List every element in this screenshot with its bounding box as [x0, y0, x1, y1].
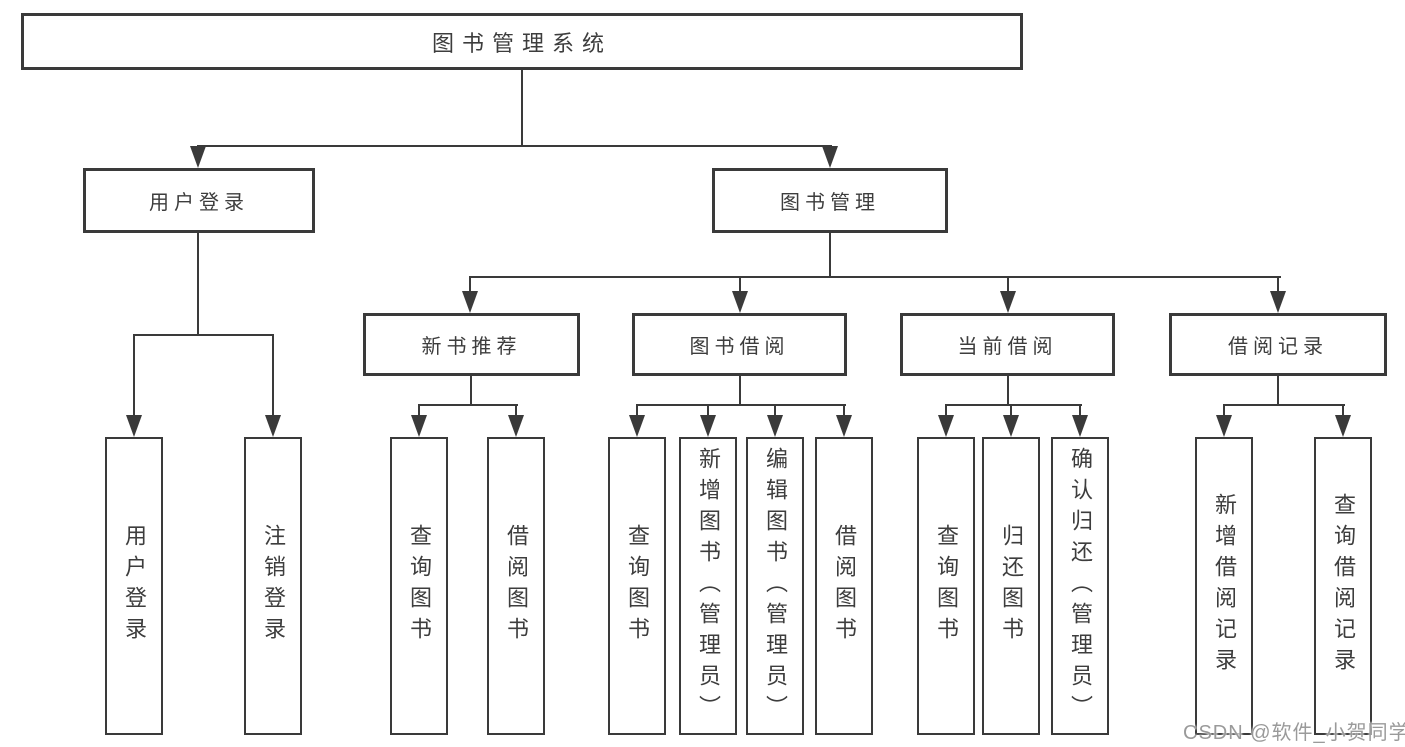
node-borrow-record: 借阅记录 — [1169, 313, 1387, 376]
connector-line — [418, 404, 518, 406]
arrow-down-icon — [700, 415, 716, 437]
connector-line — [739, 376, 741, 405]
node-current-borrow: 当前借阅 — [900, 313, 1115, 376]
arrow-down-icon — [1003, 415, 1019, 437]
connector-line — [636, 406, 638, 416]
connector-line — [945, 406, 947, 416]
node-book-borrow: 图书借阅 — [632, 313, 847, 376]
connector-line — [829, 233, 831, 278]
leaf-confirm-return-admin: 确认归还（管理员） — [1051, 437, 1109, 735]
arrow-down-icon — [822, 146, 838, 168]
connector-line — [1010, 406, 1012, 416]
connector-line — [470, 376, 472, 405]
node-root: 图书管理系统 — [21, 13, 1023, 70]
connector-line — [707, 406, 709, 416]
connector-line — [469, 278, 471, 292]
leaf-query-books-borrow: 查询图书 — [608, 437, 666, 735]
connector-line — [843, 406, 845, 416]
connector-line — [1007, 376, 1009, 405]
leaf-edit-books-admin: 编辑图书（管理员） — [746, 437, 804, 735]
arrow-down-icon — [1216, 415, 1232, 437]
arrow-down-icon — [1335, 415, 1351, 437]
arrow-down-icon — [732, 291, 748, 313]
connector-line — [1342, 406, 1344, 416]
leaf-borrow-books-recommend: 借阅图书 — [487, 437, 545, 735]
connector-line — [197, 145, 832, 147]
connector-line — [272, 336, 274, 416]
connector-line — [945, 404, 1082, 406]
connector-line — [774, 406, 776, 416]
arrow-down-icon — [462, 291, 478, 313]
connector-line — [1007, 278, 1009, 292]
arrow-down-icon — [767, 415, 783, 437]
leaf-query-books-current: 查询图书 — [917, 437, 975, 735]
leaf-logout: 注销登录 — [244, 437, 302, 735]
leaf-return-books: 归还图书 — [982, 437, 1040, 735]
arrow-down-icon — [126, 415, 142, 437]
arrow-down-icon — [190, 146, 206, 168]
leaf-user-login: 用户登录 — [105, 437, 163, 735]
connector-line — [1223, 406, 1225, 416]
connector-line — [1277, 376, 1279, 405]
leaf-add-books-admin: 新增图书（管理员） — [679, 437, 737, 735]
csdn-watermark: CSDN @软件_小贺同学 — [1183, 722, 1405, 744]
connector-line — [739, 278, 741, 292]
connector-line — [515, 406, 517, 416]
connector-line — [1277, 278, 1279, 292]
connector-line — [197, 233, 199, 336]
node-new-book-recommend: 新书推荐 — [363, 313, 580, 376]
leaf-add-borrow-record: 新增借阅记录 — [1195, 437, 1253, 735]
leaf-query-borrow-record: 查询借阅记录 — [1314, 437, 1372, 735]
leaf-query-books-recommend: 查询图书 — [390, 437, 448, 735]
connector-line — [1079, 406, 1081, 416]
arrow-down-icon — [629, 415, 645, 437]
arrow-down-icon — [1270, 291, 1286, 313]
connector-line — [133, 336, 135, 416]
connector-line — [469, 276, 1281, 278]
arrow-down-icon — [508, 415, 524, 437]
node-book-management: 图书管理 — [712, 168, 948, 233]
connector-line — [1223, 404, 1345, 406]
node-user-login: 用户登录 — [83, 168, 315, 233]
arrow-down-icon — [1000, 291, 1016, 313]
connector-line — [133, 334, 274, 336]
connector-line — [418, 406, 420, 416]
connector-line — [521, 70, 523, 147]
arrow-down-icon — [265, 415, 281, 437]
arrow-down-icon — [411, 415, 427, 437]
connector-line — [636, 404, 846, 406]
arrow-down-icon — [1072, 415, 1088, 437]
arrow-down-icon — [938, 415, 954, 437]
leaf-borrow-books: 借阅图书 — [815, 437, 873, 735]
arrow-down-icon — [836, 415, 852, 437]
